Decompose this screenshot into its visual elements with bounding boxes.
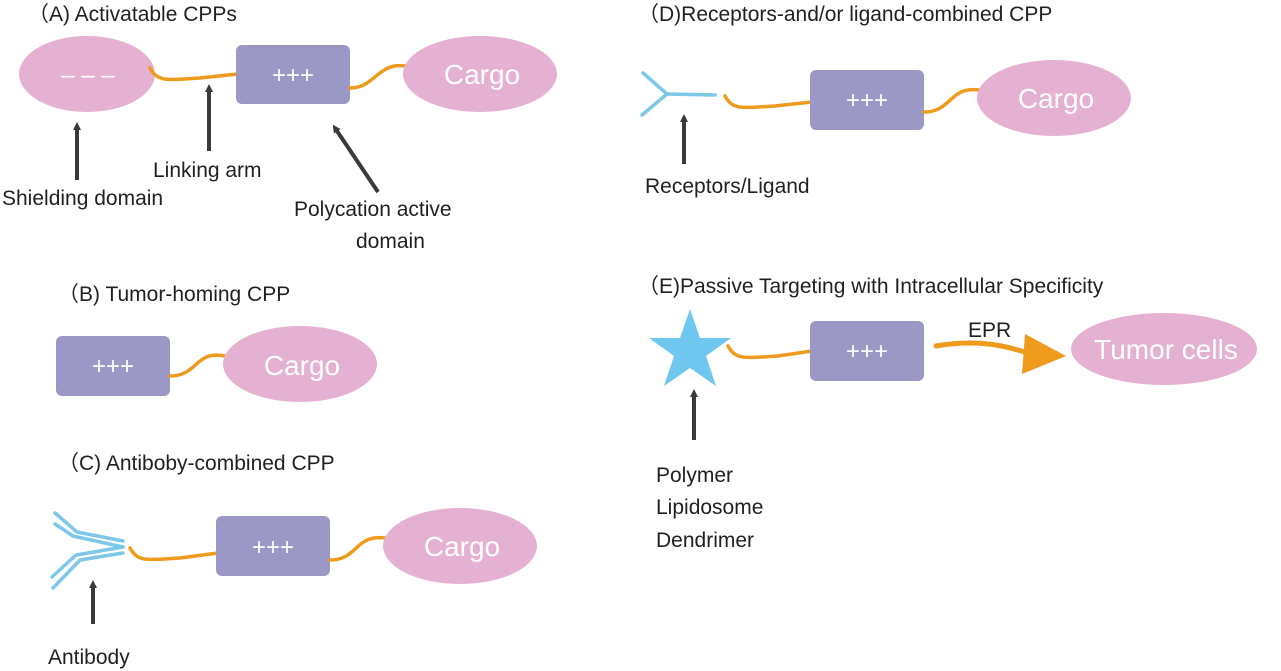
label-polycation-2: domain: [356, 230, 425, 253]
polycation-box-text: +++: [272, 62, 314, 89]
panel-b: （B) Tumor-homing CPP +++ Cargo: [56, 283, 377, 402]
shielding-domain-ellipse: [19, 36, 155, 112]
linking-arm-line: [148, 66, 240, 82]
nanocarrier-star-icon: [649, 309, 731, 386]
polycation-box: [236, 45, 350, 104]
panel-c: （C) Antiboby-combined CPP +++ Cargo Anti…: [48, 452, 537, 669]
cargo-text: Cargo: [1018, 83, 1094, 114]
polycation-box: [810, 321, 924, 381]
linking-arm-line: [723, 94, 814, 110]
polycation-box-text: +++: [846, 338, 888, 365]
epr-arrowhead-icon: [1022, 334, 1066, 374]
antibody-icon: [50, 511, 125, 590]
cargo-text: Cargo: [424, 531, 500, 562]
label-receptors-ligand: Receptors/Ligand: [645, 175, 810, 198]
polycation-arrow: [332, 124, 380, 194]
polycation-box-text: +++: [846, 87, 888, 114]
cargo-linker-line: [168, 353, 227, 378]
tumor-cells-text: Tumor cells: [1094, 334, 1238, 365]
panel-a-title: （A) Activatable CPPs: [28, 3, 237, 26]
label-shielding-domain: Shielding domain: [2, 187, 163, 210]
panel-b-title: （B) Tumor-homing CPP: [58, 283, 290, 306]
polycation-box: [216, 516, 330, 576]
label-antibody: Antibody: [48, 646, 130, 669]
panel-d: （D)Receptors-and/or ligand-combined CPP …: [638, 3, 1131, 198]
receptor-ligand-icon: [640, 71, 717, 117]
shielding-domain-text: – – –: [61, 62, 115, 89]
polycation-box-text: +++: [92, 353, 134, 380]
cargo-linker-line: [922, 87, 981, 114]
cargo-ellipse: [383, 508, 537, 584]
epr-label: EPR: [968, 319, 1011, 342]
cargo-ellipse: [223, 326, 377, 402]
panel-e-title: （E)Passive Targeting with Intracellular …: [638, 275, 1104, 298]
cargo-linker-line: [348, 63, 407, 90]
panel-e: （E)Passive Targeting with Intracellular …: [638, 275, 1257, 552]
polycation-box-text: +++: [252, 534, 294, 561]
linking-arm-line: [726, 344, 814, 360]
panel-a: （A) Activatable CPPs – – – +++ Cargo Shi…: [2, 3, 557, 253]
cargo-text: Cargo: [264, 350, 340, 381]
cargo-ellipse: [403, 36, 557, 112]
label-polymer: Polymer: [656, 464, 733, 487]
label-dendrimer: Dendrimer: [656, 529, 754, 552]
linking-arm-line: [128, 546, 220, 562]
cargo-linker-line: [328, 535, 387, 562]
panel-c-title: （C) Antiboby-combined CPP: [58, 452, 335, 475]
polycation-box: [56, 336, 170, 396]
label-polycation-1: Polycation active: [294, 198, 452, 221]
cargo-text: Cargo: [444, 59, 520, 90]
label-lipidosome: Lipidosome: [656, 496, 763, 519]
epr-arrow-line: [933, 340, 1033, 357]
panel-d-title: （D)Receptors-and/or ligand-combined CPP: [638, 3, 1052, 26]
tumor-cells-ellipse: [1071, 313, 1257, 385]
polycation-box: [810, 70, 924, 130]
label-linking-arm: Linking arm: [153, 159, 262, 182]
cargo-ellipse: [977, 60, 1131, 136]
